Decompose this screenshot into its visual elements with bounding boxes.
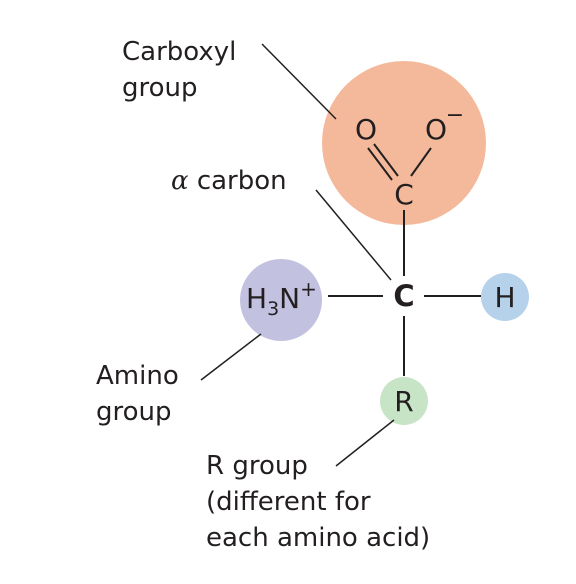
hydrogen-atom: H xyxy=(494,281,515,314)
amino-group-formula: H3N+ xyxy=(246,277,317,320)
oxygen-double-bonded: O xyxy=(355,113,377,146)
double-bond-line-2 xyxy=(373,143,399,177)
alpha-symbol: α xyxy=(171,166,189,196)
oxygen-charged: O xyxy=(425,113,447,146)
amino-group-label: Amino group xyxy=(96,358,179,430)
carboxyl-leader-line xyxy=(261,43,337,120)
double-bond-line-1 xyxy=(367,147,393,181)
alpha-carbon-atom: C xyxy=(393,279,414,313)
hydrogen-circle xyxy=(481,273,529,321)
carboxyl-carbon: C xyxy=(394,178,414,211)
carboxyl-label-line-2: group xyxy=(122,73,198,103)
r-group-label-line-1: R group xyxy=(206,451,308,481)
r-group-label-line-2: (different for xyxy=(206,487,371,517)
carboxyl-group-label: Carboxyl group xyxy=(122,34,236,106)
r-group-circle xyxy=(380,377,428,425)
r-group-label: R group (different for each amino acid) xyxy=(206,448,430,556)
alpha-carbon-text: carbon xyxy=(188,166,287,196)
amino-label-line-2: group xyxy=(96,397,172,427)
alpha-carbon-label: α carbon xyxy=(171,163,287,199)
single-bond-carboxyl-oxygen xyxy=(410,147,432,177)
r-group-label-line-3: each amino acid) xyxy=(206,523,431,553)
amino-group-circle xyxy=(240,259,322,341)
r-atom: R xyxy=(394,385,413,418)
carboxyl-label-line-1: Carboxyl xyxy=(122,37,237,67)
oxygen-negative-charge: − xyxy=(446,103,464,128)
amino-leader-line xyxy=(200,333,262,381)
r-group-leader-line xyxy=(335,419,395,467)
carboxyl-group-circle xyxy=(322,61,486,225)
alpha-carbon-leader-line xyxy=(315,189,392,281)
amino-label-line-1: Amino xyxy=(96,361,179,391)
